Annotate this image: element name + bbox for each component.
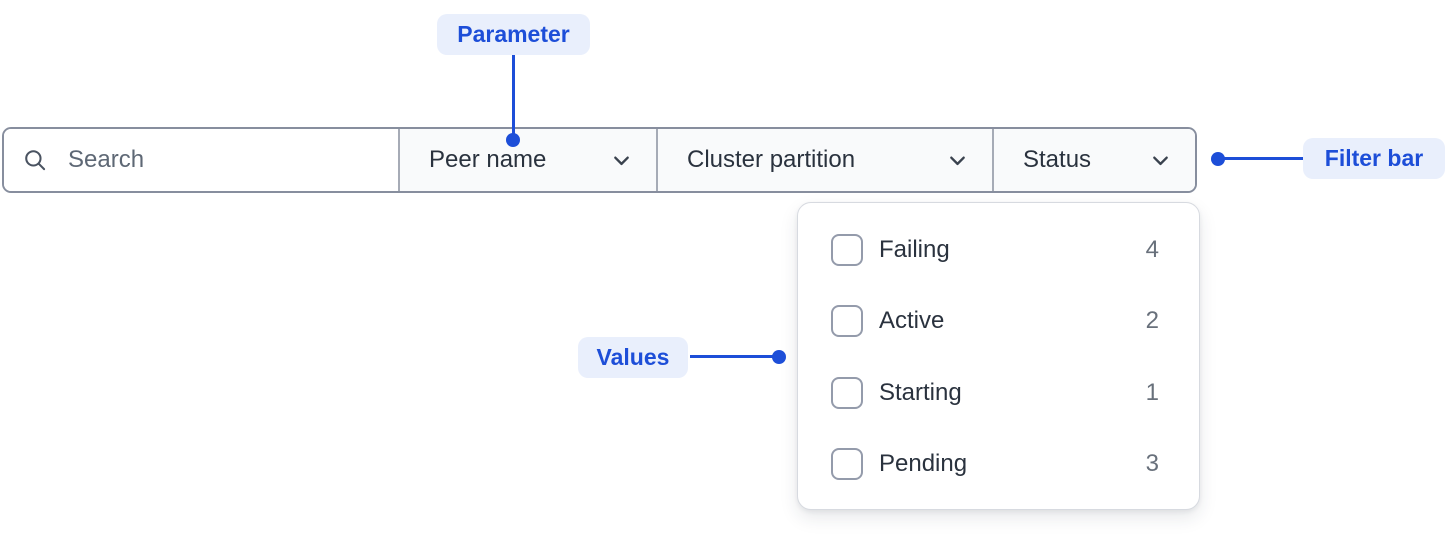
- option-label: Active: [879, 307, 945, 335]
- option-label: Failing: [879, 235, 950, 263]
- option-label: Pending: [879, 450, 968, 478]
- checkbox[interactable]: [831, 448, 863, 481]
- checkbox[interactable]: [831, 376, 863, 409]
- checkbox[interactable]: [831, 305, 863, 338]
- option-label: Starting: [879, 378, 962, 406]
- annotation-parameter: Parameter: [437, 14, 590, 55]
- dropdown-option-pending[interactable]: Pending 3: [831, 429, 1159, 501]
- cluster-partition-dropdown[interactable]: Cluster partition: [658, 129, 992, 191]
- annotation-filter-bar: Filter bar: [1303, 138, 1445, 179]
- dropdown-option-failing[interactable]: Failing 4: [831, 214, 1159, 286]
- connector-dot: [506, 133, 520, 147]
- dropdown-option-starting[interactable]: Starting 1: [831, 357, 1159, 429]
- divider: [656, 129, 658, 191]
- chevron-down-icon: [944, 147, 971, 174]
- annotation-values: Values: [578, 337, 688, 378]
- filter-bar: Peer name Cluster partition Status: [2, 127, 1197, 193]
- chevron-down-icon: [1147, 147, 1174, 174]
- connector-line: [512, 55, 515, 140]
- dropdown-label: Status: [1023, 146, 1092, 173]
- connector-dot: [772, 350, 786, 364]
- status-dropdown[interactable]: Status: [994, 129, 1195, 191]
- option-count: 3: [1145, 450, 1159, 478]
- divider: [398, 129, 400, 191]
- peer-name-dropdown[interactable]: Peer name: [400, 129, 656, 191]
- search-input[interactable]: [68, 146, 382, 174]
- status-dropdown-panel: Failing 4 Active 2 Starting 1 Pending 3: [797, 202, 1200, 510]
- search-field[interactable]: [4, 129, 398, 191]
- dropdown-label: Peer name: [429, 146, 547, 173]
- connector-line: [690, 355, 779, 358]
- option-count: 1: [1145, 378, 1159, 406]
- divider: [992, 129, 994, 191]
- checkbox[interactable]: [831, 233, 863, 266]
- connector-line: [1218, 157, 1304, 160]
- chevron-down-icon: [608, 147, 635, 174]
- option-count: 2: [1145, 307, 1159, 335]
- search-icon: [22, 147, 48, 173]
- dropdown-label: Cluster partition: [687, 146, 856, 173]
- dropdown-option-active[interactable]: Active 2: [831, 286, 1159, 358]
- option-count: 4: [1145, 235, 1159, 263]
